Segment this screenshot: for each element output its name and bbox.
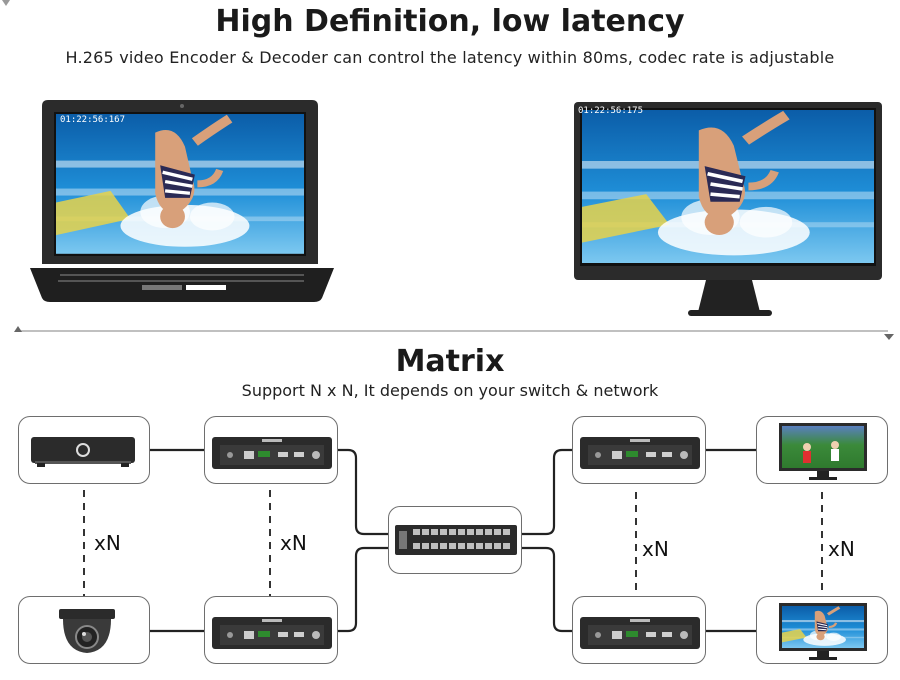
- connection-lines: [150, 448, 756, 633]
- settop-box-icon: [31, 437, 135, 467]
- multiplier-label-sources: xN: [94, 531, 121, 555]
- encoder-box-2: [204, 596, 338, 664]
- encoder-device-icon: [212, 437, 332, 469]
- decoder-box-2: [572, 596, 706, 664]
- multiplier-label-encoders: xN: [280, 531, 307, 555]
- monitor-device: [574, 102, 882, 316]
- decoder-device-icon: [580, 437, 700, 469]
- monitor-timestamp: 01:22:56:175: [578, 106, 644, 116]
- multiplier-label-displays: xN: [828, 537, 855, 561]
- heading-matrix: Matrix: [395, 344, 505, 379]
- dashed-lines: [83, 490, 823, 596]
- subtitle-matrix: Support N x N, It depends on your switch…: [241, 381, 659, 400]
- tv-diver-icon: [779, 603, 867, 660]
- multiplier-label-decoders: xN: [642, 537, 669, 561]
- display-box-1: [756, 416, 888, 484]
- decoder-box-1: [572, 416, 706, 484]
- laptop-timestamp: 01:22:56:167: [60, 115, 126, 125]
- network-switch-icon: [395, 525, 517, 555]
- network-switch-box: [388, 506, 522, 574]
- decoder-device-icon: [580, 617, 700, 649]
- dome-camera-icon: [59, 609, 115, 653]
- subtitle-latency: H.265 video Encoder & Decoder can contro…: [65, 48, 835, 67]
- display-box-2: [756, 596, 888, 664]
- heading-latency: High Definition, low latency: [215, 4, 685, 39]
- section-divider: [2, 0, 894, 340]
- tv-soccer-icon: [779, 423, 867, 480]
- encoder-box-1: [204, 416, 338, 484]
- source-box-settop: [18, 416, 150, 484]
- source-box-camera: [18, 596, 150, 664]
- encoder-device-icon: [212, 617, 332, 649]
- laptop-device: [30, 100, 334, 302]
